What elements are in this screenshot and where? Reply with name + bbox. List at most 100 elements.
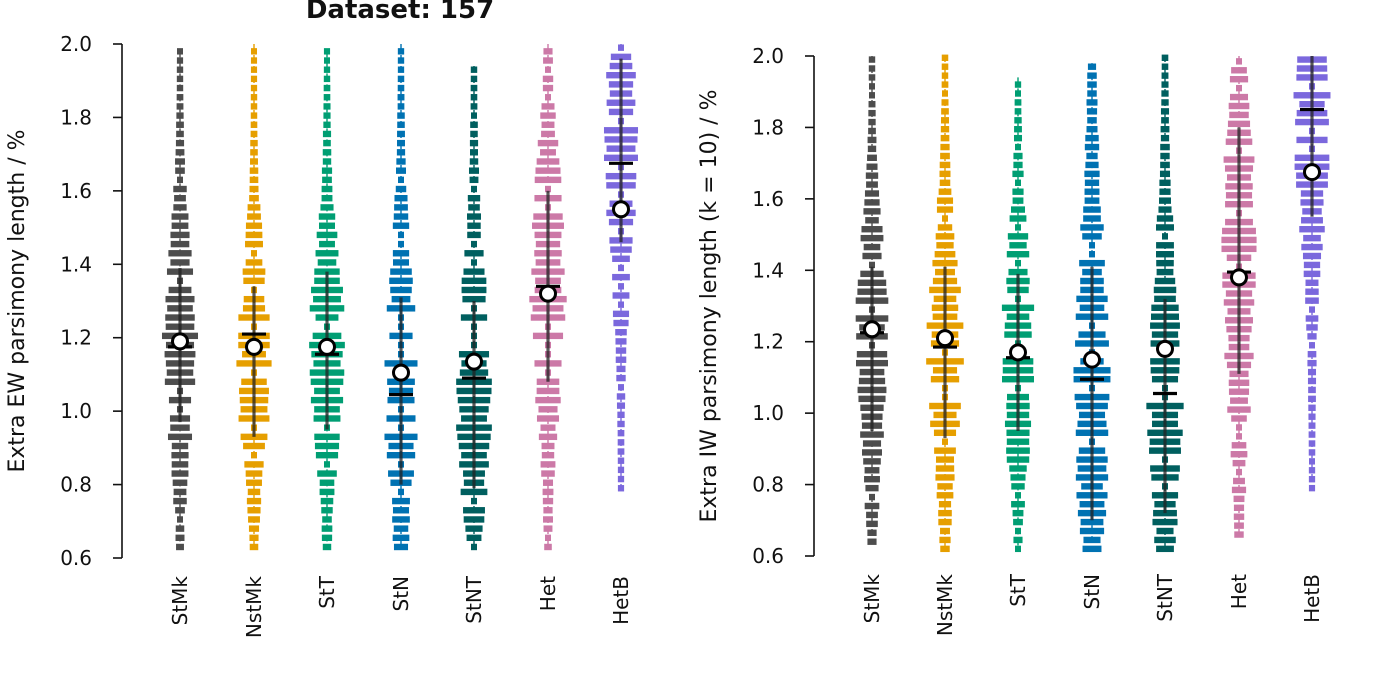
mean-marker	[465, 352, 483, 371]
violin-segment	[1156, 215, 1174, 222]
violin-segment	[1308, 484, 1316, 492]
violin-segment	[1156, 224, 1174, 231]
y-tick-label: 0.6	[752, 544, 784, 568]
x-tick-label: Het	[536, 576, 560, 611]
mean-marker	[1230, 268, 1248, 287]
violin-segment	[390, 268, 412, 275]
violin-segment	[1015, 492, 1021, 499]
violin-segment	[869, 83, 875, 90]
violin-segment	[939, 161, 951, 169]
violin-segment	[324, 57, 330, 64]
violin-segment	[396, 149, 406, 156]
violin-segment	[171, 442, 189, 450]
violin-segment	[396, 158, 406, 165]
y-tick-label: 1.2	[60, 326, 92, 350]
violin-segment	[617, 466, 625, 474]
violin-StN	[384, 44, 418, 551]
violin-segment	[1008, 268, 1028, 276]
x-tick-label: StN	[1080, 574, 1104, 610]
violin-segment	[397, 103, 405, 110]
violin-segment	[1015, 545, 1021, 553]
violin-segment	[1156, 259, 1174, 267]
violin-segment	[1299, 226, 1325, 233]
violin-segment	[398, 488, 404, 496]
violin-segment	[941, 63, 949, 70]
violin-segment	[860, 234, 884, 242]
mean-marker	[612, 200, 630, 219]
violin-segment	[863, 458, 881, 465]
x-tick-label: HetB	[1300, 574, 1324, 623]
violin-segment	[1015, 179, 1021, 186]
violin-segment	[612, 292, 630, 299]
violin-segment	[1015, 224, 1021, 231]
violin-segment	[1303, 261, 1321, 269]
violin-segment	[173, 497, 187, 505]
violin-segment	[932, 259, 958, 267]
violin-segment	[940, 117, 950, 124]
violin-segment	[250, 103, 258, 110]
mean-marker	[1303, 163, 1321, 182]
violin-segment	[393, 543, 409, 551]
x-tick-label: HetB	[609, 576, 633, 625]
violin-segment	[1006, 447, 1030, 454]
violin-segment	[1308, 404, 1316, 411]
violin-segment	[1084, 143, 1100, 151]
violin-segment	[940, 126, 950, 133]
violin-segment	[1160, 126, 1170, 133]
violin-segment	[323, 112, 331, 119]
violin-segment	[471, 497, 477, 505]
violin-segment	[1236, 433, 1242, 440]
violin-segment	[936, 492, 954, 499]
violin-segment	[1308, 467, 1316, 474]
violin-segment	[865, 172, 879, 179]
violin-segment	[250, 94, 258, 101]
violin-segment	[1303, 270, 1321, 278]
mean-marker	[1156, 339, 1174, 358]
y-tick-label: 1.8	[752, 115, 784, 139]
violin-segment	[865, 217, 879, 224]
violin-segment	[471, 259, 477, 266]
violin-segment	[1229, 93, 1249, 101]
violin-segment	[392, 259, 410, 266]
violin-segment	[176, 121, 184, 128]
violin-StMk	[161, 48, 199, 551]
mean-marker	[245, 337, 263, 356]
violin-segment	[177, 516, 183, 523]
mean-marker	[1083, 350, 1101, 369]
violin-segment	[1233, 477, 1245, 485]
violin-segment	[867, 136, 877, 144]
violin-segment	[1082, 545, 1102, 553]
violin-segment	[1006, 456, 1030, 463]
violin-segment	[1307, 368, 1317, 376]
violin-StNT	[1146, 54, 1184, 553]
mean-marker	[1009, 343, 1027, 362]
violin-segment	[471, 543, 477, 551]
violin-segment	[176, 57, 184, 64]
x-tick-label: StNT	[462, 575, 486, 623]
y-tick-label: 1.8	[60, 105, 92, 129]
violin-segment	[171, 222, 189, 229]
violin-segment	[394, 204, 408, 211]
violin-segment	[540, 424, 556, 431]
violin-segment	[1161, 117, 1169, 124]
violin-segment	[615, 356, 627, 363]
y-tick-label: 1.2	[752, 330, 784, 354]
y-axis-title: Extra EW parsimony length / %	[5, 129, 30, 472]
x-tick-label: StN	[389, 576, 413, 612]
y-tick-label: 1.6	[60, 179, 92, 203]
violin-segment	[861, 226, 883, 233]
violin-segment	[314, 442, 340, 450]
violin-segment	[540, 149, 556, 156]
mean-marker	[392, 363, 410, 382]
violin-segment	[942, 215, 948, 222]
violin-NstMk	[926, 54, 964, 553]
violin-segment	[392, 534, 410, 542]
violin-segment	[541, 103, 555, 110]
violin-segment	[542, 488, 554, 496]
violin-segment	[1087, 81, 1097, 88]
violin-segment	[392, 497, 410, 505]
violin-HetB	[1293, 56, 1331, 492]
violin-segment	[1308, 422, 1316, 429]
violin-segment	[939, 536, 951, 544]
